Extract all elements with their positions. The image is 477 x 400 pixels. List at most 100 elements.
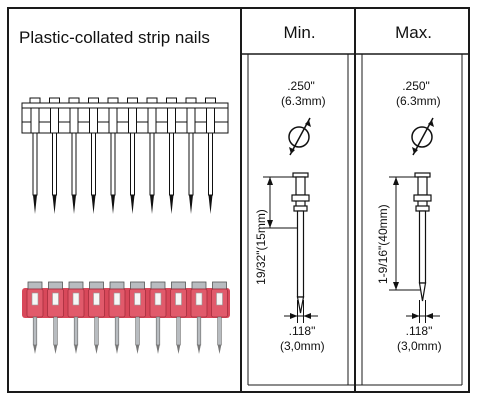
plastic-nail-head xyxy=(27,281,43,290)
max-nail-drawing xyxy=(389,117,440,323)
max-length-arrow-top xyxy=(393,177,399,185)
wire-nail-collar xyxy=(206,107,215,134)
min-length-label: 19/32"(15mm) xyxy=(254,209,268,285)
min-nail-point xyxy=(296,296,305,314)
plastic-nail-shank xyxy=(32,316,38,346)
max-nail-washer-2 xyxy=(415,205,430,212)
max-shank-diameter-mm: (3,0mm) xyxy=(397,339,442,353)
wire-nail-collar xyxy=(167,107,176,134)
min-head-circle xyxy=(288,126,310,148)
plastic-nail-washer xyxy=(134,292,141,306)
plastic-nail-shank xyxy=(196,316,202,346)
min-length-arrow-top xyxy=(267,177,273,185)
wire-nail-shank xyxy=(32,132,38,196)
plastic-nail-head xyxy=(68,281,84,290)
wire-nail-head xyxy=(146,97,158,104)
plastic-collated-strip-illustration xyxy=(22,281,230,354)
plastic-nail-point xyxy=(156,345,160,354)
plastic-nail-point xyxy=(53,345,58,354)
max-nail-point xyxy=(418,282,427,302)
plastic-nail-point xyxy=(197,345,201,354)
min-nail-collar-top xyxy=(295,176,306,196)
wire-nail-collar xyxy=(30,107,40,134)
wire-nail-point xyxy=(189,195,193,214)
wire-nail-head xyxy=(107,97,119,104)
plastic-nail-head xyxy=(109,281,125,290)
wire-nail-shank xyxy=(110,132,116,196)
plastic-nail-washer xyxy=(216,292,223,306)
max-nail-collar-top xyxy=(417,176,428,196)
plastic-nail-shank xyxy=(155,316,161,346)
min-shank-diameter-inch: .118" xyxy=(288,324,316,338)
wire-nail-head xyxy=(166,97,177,104)
max-shank-arrow-l xyxy=(412,313,420,319)
min-shank-diameter-label: .118" (3,0mm) xyxy=(280,324,325,354)
plastic-nail-head xyxy=(212,281,227,290)
wire-nail-point xyxy=(150,195,154,214)
min-head-diameter-label: .250" (6.3mm) xyxy=(281,79,326,109)
wire-nail-collar xyxy=(186,107,196,134)
wire-nail-head xyxy=(185,97,197,104)
plastic-nail-head xyxy=(191,281,207,290)
plastic-nail-washer xyxy=(52,292,59,306)
wire-nail-head xyxy=(49,97,60,104)
plastic-nail-shank xyxy=(73,316,79,346)
wire-nail-shank xyxy=(208,132,213,196)
min-head-arrow-2 xyxy=(305,120,311,127)
plastic-nail-point xyxy=(94,345,99,354)
plastic-nail-shank xyxy=(53,316,58,346)
strip-bottom-band xyxy=(21,121,229,134)
max-nail-shank xyxy=(418,210,427,284)
max-length-label: 1-9/16"(40mm) xyxy=(376,204,390,284)
max-nail-washer xyxy=(413,194,432,202)
plastic-nail-head xyxy=(89,281,104,290)
min-nail-washer xyxy=(291,194,310,202)
strip-top-band xyxy=(21,102,229,109)
max-head-diameter-inch: .250" xyxy=(402,79,430,93)
plastic-nail-shank xyxy=(114,316,120,346)
max-shank-diameter-inch: .118" xyxy=(405,324,433,338)
plastic-nail-shank xyxy=(176,316,181,346)
max-column-header: Max. xyxy=(395,23,432,42)
min-nail-washer-2 xyxy=(293,205,308,212)
wire-nail-point xyxy=(52,195,57,214)
wire-nail-collar xyxy=(128,107,137,134)
wire-nail-head xyxy=(68,97,80,104)
max-head-arrow-2 xyxy=(428,120,434,127)
plastic-nail-point xyxy=(217,345,222,354)
wire-nail-collar xyxy=(50,107,59,134)
wire-nail-point xyxy=(72,195,76,214)
wire-nail-shank xyxy=(130,132,135,196)
wire-nail-head xyxy=(29,97,41,104)
min-length-arrow-bottom xyxy=(267,220,273,228)
min-shank-arrow-l xyxy=(290,313,298,319)
max-head-circle xyxy=(411,126,433,148)
plastic-nail-point xyxy=(176,345,181,354)
wire-nail-collar xyxy=(69,107,79,134)
wire-nail-shank xyxy=(52,132,57,196)
wire-nail-shank xyxy=(188,132,194,196)
min-nail-drawing xyxy=(263,117,318,323)
wire-nail-collar xyxy=(147,107,157,134)
min-shank-arrow-r xyxy=(303,313,311,319)
plastic-nail-head xyxy=(48,281,63,290)
wire-nail-point xyxy=(130,195,135,214)
plastic-nail-washer xyxy=(175,292,182,306)
max-length-arrow-bottom xyxy=(393,282,399,290)
plastic-nail-washer xyxy=(154,292,162,306)
wire-nail-point xyxy=(111,195,115,214)
wire-nail-point xyxy=(169,195,174,214)
wire-nail-point xyxy=(33,195,37,214)
outer-frame xyxy=(7,7,470,393)
plastic-nail-point xyxy=(135,345,140,354)
plastic-nail-washer xyxy=(195,292,203,306)
plastic-nail-shank xyxy=(94,316,99,346)
plastic-nail-washer xyxy=(93,292,100,306)
min-head-diameter-inch: .250" xyxy=(287,79,315,93)
wire-nail-head xyxy=(127,97,138,104)
wire-nail-shank xyxy=(71,132,77,196)
max-nail-head xyxy=(414,172,431,178)
plastic-nail-washer xyxy=(72,292,80,306)
max-head-arrow-1 xyxy=(412,147,418,154)
